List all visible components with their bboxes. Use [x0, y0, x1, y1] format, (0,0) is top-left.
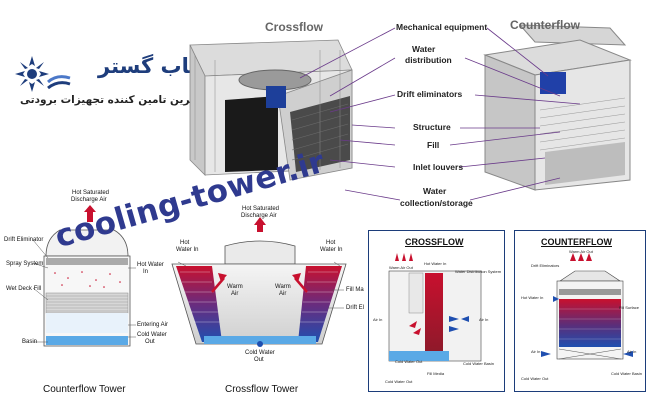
- label-collection: collection/storage: [400, 198, 473, 208]
- cf-spray: Spray System: [6, 261, 44, 267]
- xf-hot-left-2: Water In: [176, 247, 199, 253]
- logo-tagline: بزرگترین تامین کننده تجهیزات برودتی: [20, 94, 217, 106]
- cb-basin: Cold Water Basin: [611, 371, 642, 376]
- label-water: Water: [412, 44, 436, 54]
- label-distribution: distribution: [405, 55, 452, 65]
- xf-drift-label: Drift El: [346, 305, 364, 311]
- cf-hotwater: Hot Water: [137, 262, 164, 268]
- cf-cold-water: Cold Water: [137, 332, 167, 338]
- xf-top-1: Hot Saturated: [242, 206, 280, 212]
- xf-hot-left: Hot: [180, 240, 190, 246]
- xf-warm-right: Warm: [275, 284, 291, 290]
- label-inlet: Inlet louvers: [413, 162, 464, 172]
- xb-fill: Fill Media: [427, 371, 445, 376]
- xf-top-2: Discharge Air: [241, 213, 277, 219]
- counterflow-panel-title: COUNTERFLOW: [541, 237, 612, 247]
- label-fill: Fill: [427, 140, 440, 150]
- xf-hot-right-2: Water In: [320, 247, 343, 253]
- cf-top-2: Discharge Air: [71, 197, 107, 203]
- cb-drift: Drift Eliminators: [531, 263, 560, 268]
- xf-warm-left-2: Air: [231, 291, 239, 297]
- cf-caption: Counterflow Tower: [43, 384, 126, 395]
- cb-hot-in: Hot Water In: [521, 295, 544, 300]
- cf-hotwater-in: In: [143, 269, 149, 275]
- cf-cold-out: Out: [145, 339, 155, 345]
- crossflow-panel: CROSSFLOW Warm Air Out Hot Water In Wate…: [368, 230, 505, 392]
- cb-air-in-1: Air In: [531, 349, 541, 354]
- cf-basin: Basin: [22, 339, 38, 345]
- xb-cold-out: Cold Water Out: [395, 359, 423, 364]
- crossflow-panel-title: CROSSFLOW: [405, 237, 464, 247]
- label-mechanical: Mechanical equipment: [396, 22, 488, 32]
- xf-caption: Crossflow Tower: [225, 384, 299, 395]
- cb-air-in-2: Air In: [627, 349, 637, 354]
- xb-cold-out-2: Cold Water Out: [385, 379, 413, 384]
- xf-bottom-2: Out: [254, 357, 264, 363]
- crossflow-panel-drawing: [388, 253, 482, 362]
- cf-entering-air: Entering Air: [137, 322, 169, 328]
- crossflow-3d-unit: [189, 39, 353, 181]
- top-title-crossflow: Crossflow: [265, 20, 324, 34]
- cb-fill: Fill Surface: [619, 305, 640, 310]
- cf-drift: Drift Eliminator: [4, 237, 44, 243]
- xf-fill-label: Fill Ma: [346, 287, 364, 293]
- cb-warm-air: Warm Air Out: [569, 249, 593, 254]
- xf-bottom-1: Cold Water: [245, 350, 275, 356]
- cf-wetdeck: Wet Deck Fill: [6, 286, 42, 292]
- xf-hot-right: Hot: [326, 240, 336, 246]
- xb-air-in-1: Air In: [373, 317, 383, 322]
- cf-top-1: Hot Saturated: [72, 190, 110, 196]
- xb-warm-air: Warm Air Out: [389, 265, 413, 270]
- counterflow-panel-drawing: [541, 253, 633, 360]
- label-structure: Structure: [413, 122, 451, 132]
- label-drift: Drift eliminators: [397, 89, 463, 99]
- xf-warm-left: Warm: [227, 284, 243, 290]
- cb-cold-out: Cold Water Out: [521, 376, 549, 381]
- xb-basin: Cold Water Basin: [463, 361, 494, 366]
- label-water-2: Water: [423, 186, 447, 196]
- xb-distribution: Water Distribution System: [455, 269, 502, 274]
- xb-air-in-2: Air In: [479, 317, 489, 322]
- xb-hot-in: Hot Water In: [424, 261, 447, 266]
- logo-emblem: [15, 56, 71, 92]
- counterflow-panel: COUNTERFLOW Warm Air Out Drift Eliminato…: [514, 230, 646, 392]
- top-title-counterflow: Counterflow: [510, 18, 580, 32]
- counterflow-3d-unit: [483, 24, 632, 191]
- xf-warm-right-2: Air: [279, 291, 287, 297]
